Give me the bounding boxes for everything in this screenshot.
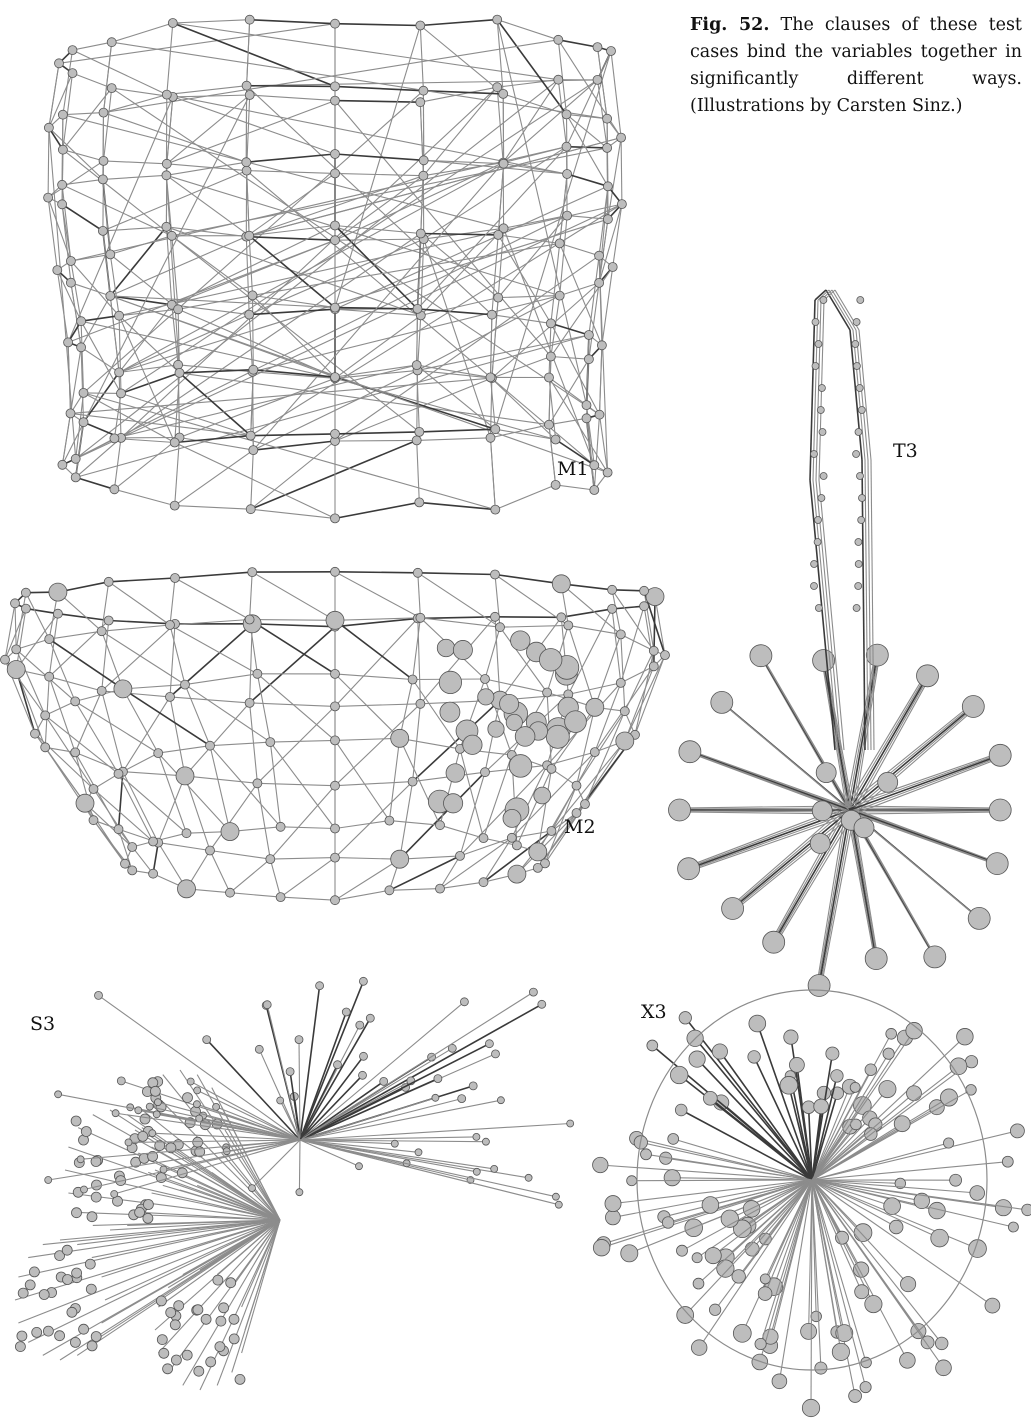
figure-number: Fig. 52. bbox=[690, 15, 769, 35]
panel-label-m2: M2 bbox=[564, 816, 596, 838]
graph-panel-x3 bbox=[593, 990, 1031, 1417]
graph-panel-m1 bbox=[44, 15, 627, 523]
panel-label-x3: X3 bbox=[641, 1001, 667, 1023]
panel-label-t3: T3 bbox=[893, 440, 918, 462]
graph-panel-m2 bbox=[1, 567, 670, 904]
graph-panel-t3 bbox=[669, 290, 1012, 997]
panel-label-s3: S3 bbox=[30, 1013, 55, 1035]
graph-panel-s3 bbox=[15, 977, 574, 1390]
panel-label-m1: M1 bbox=[557, 458, 589, 480]
figure-caption: Fig. 52. The clauses of these test cases… bbox=[690, 12, 1022, 120]
